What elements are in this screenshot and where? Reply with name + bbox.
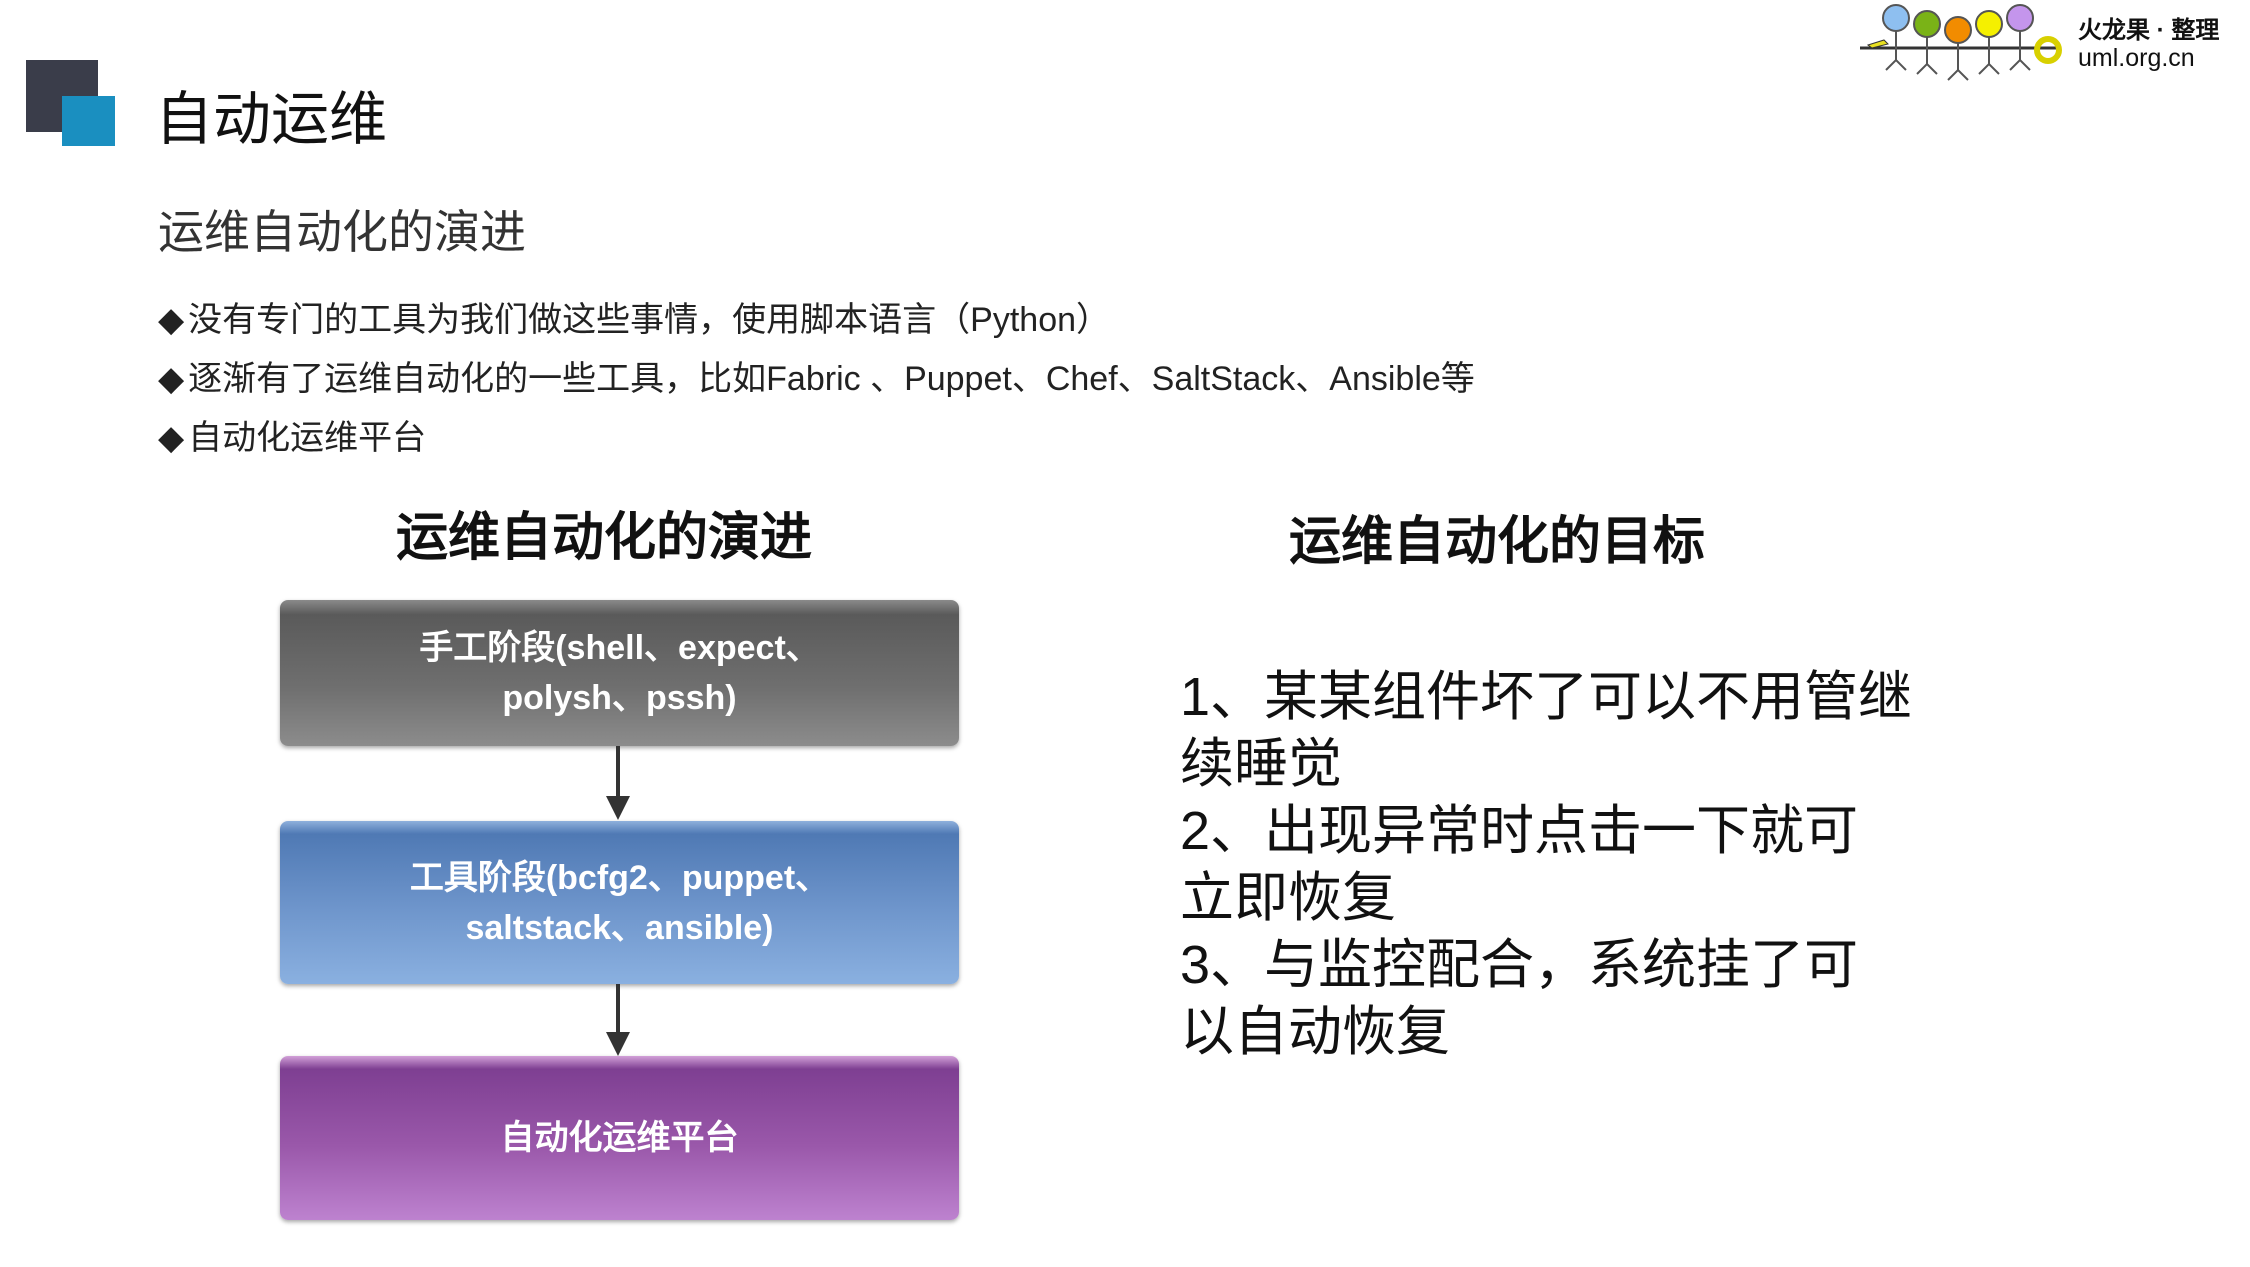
- stage-platform-box: 自动化运维平台: [280, 1056, 959, 1220]
- diamond-bullet-icon: ◆: [158, 360, 185, 398]
- bullet-item: ◆自动化运维平台: [158, 410, 426, 459]
- stage-text: polysh、pssh): [502, 679, 737, 717]
- arrow-down-icon: [606, 984, 630, 1056]
- goal-line: 3、与监控配合，系统挂了可: [1180, 935, 1859, 995]
- section-subtitle: 运维自动化的演进: [158, 206, 526, 258]
- arrow-down-icon: [606, 746, 630, 821]
- bullet-item: ◆没有专门的工具为我们做这些事情，使用脚本语言（Python）: [158, 292, 1110, 341]
- goal-line: 以自动恢复: [1180, 1002, 1450, 1062]
- stage-text: 自动化运维平台: [500, 1119, 739, 1157]
- logo-url: uml.org.cn: [2078, 44, 2195, 72]
- bullet-text: 自动化运维平台: [188, 419, 427, 457]
- goal-line: 立即恢复: [1180, 868, 1396, 928]
- diamond-bullet-icon: ◆: [158, 301, 185, 339]
- goals-list: 1、某某组件坏了可以不用管继 续睡觉 2、出现异常时点击一下就可 立即恢复 3、…: [1180, 664, 1980, 1066]
- stage-text: 工具阶段(bcfg2、puppet、: [409, 858, 830, 897]
- bullet-text: 没有专门的工具为我们做这些事情，使用脚本语言（Python）: [188, 301, 1111, 339]
- left-heading: 运维自动化的演进: [395, 509, 813, 567]
- stage-text: 手工阶段(shell、expect、: [419, 629, 820, 667]
- diamond-bullet-icon: ◆: [158, 419, 185, 457]
- logo-icon: [1860, 4, 2062, 81]
- title-decoration-teal-square: [62, 96, 115, 146]
- page-title: 自动运维: [155, 87, 388, 152]
- stage-tools-box: 工具阶段(bcfg2、puppet、 saltstack、ansible): [280, 821, 959, 984]
- bullet-text: 逐渐有了运维自动化的一些工具，比如Fabric 、Puppet、Chef、Sal…: [188, 360, 1475, 398]
- stage-manual-box: 手工阶段(shell、expect、 polysh、pssh): [280, 600, 959, 746]
- stage-text: saltstack、ansible): [465, 908, 774, 947]
- goal-line: 1、某某组件坏了可以不用管继: [1180, 667, 1913, 727]
- logo-text: 火龙果 · 整理: [2078, 17, 2220, 44]
- goal-line: 续睡觉: [1180, 734, 1342, 794]
- right-heading: 运维自动化的目标: [1288, 513, 1706, 571]
- bullet-item: ◆逐渐有了运维自动化的一些工具，比如Fabric 、Puppet、Chef、Sa…: [158, 351, 1475, 400]
- goal-line: 2、出现异常时点击一下就可: [1180, 801, 1859, 861]
